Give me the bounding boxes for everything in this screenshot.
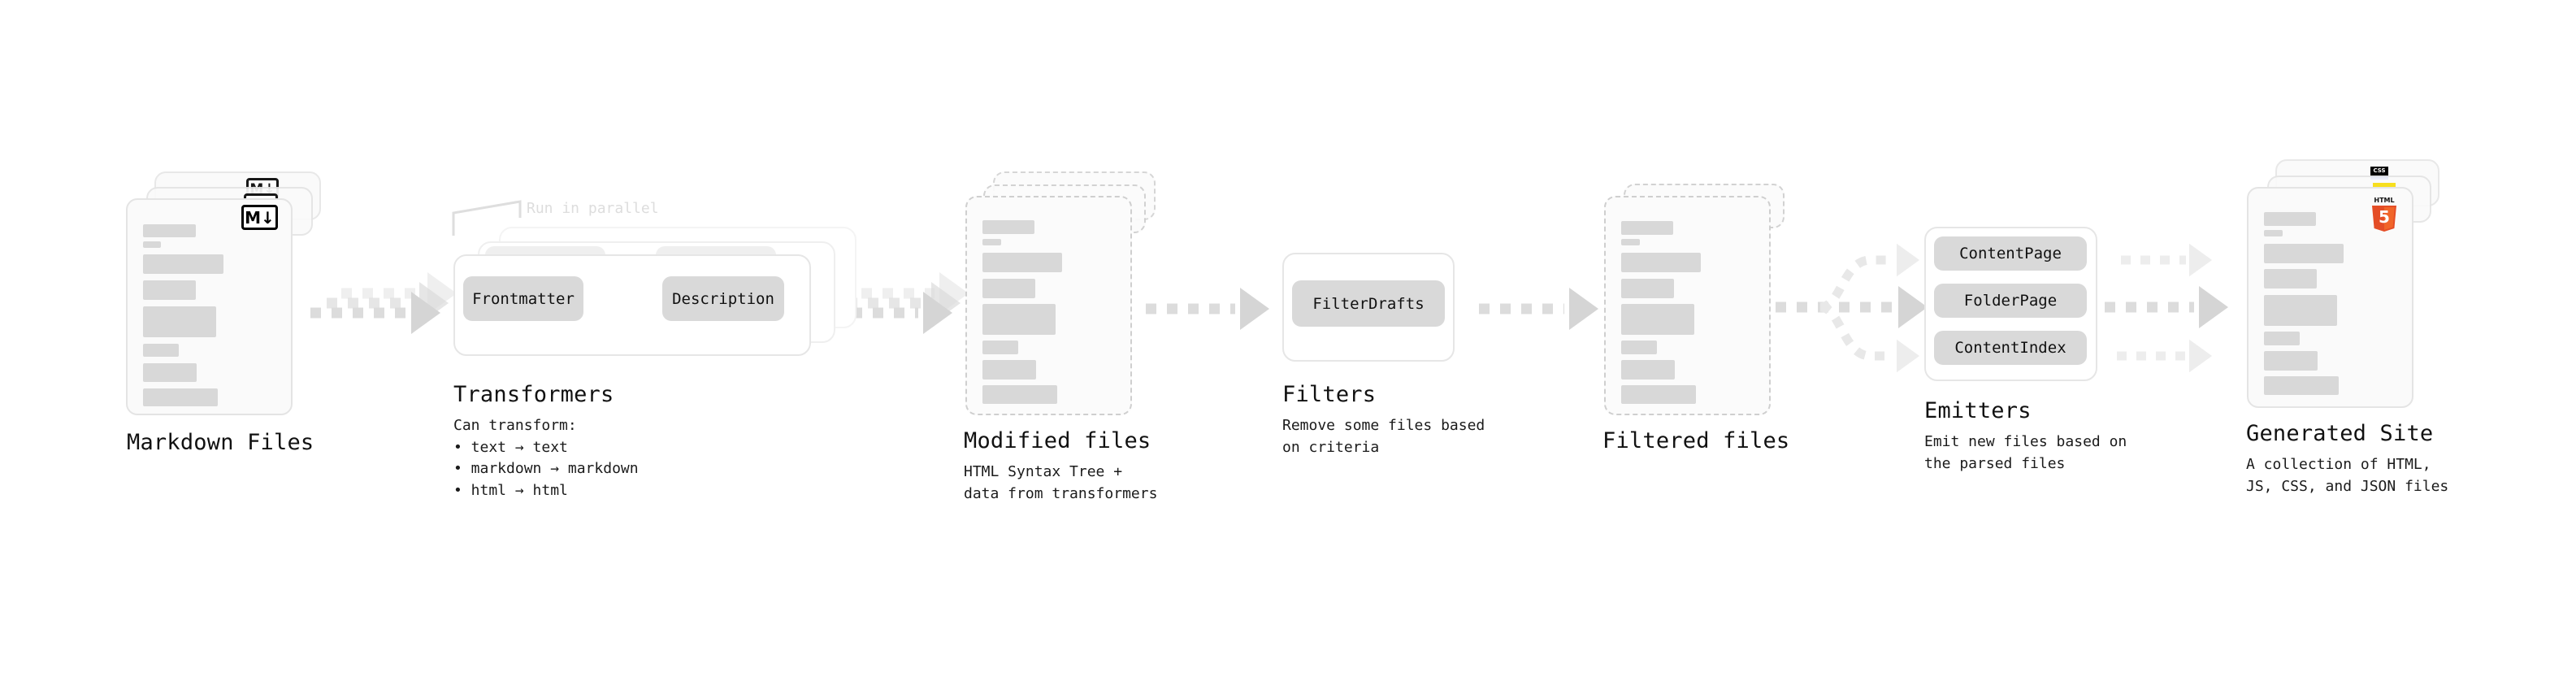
skeleton-bar — [982, 279, 1035, 298]
markdown-files-title: Markdown Files — [127, 430, 314, 455]
skeleton-bar — [2264, 244, 2344, 263]
skeleton-bar — [143, 254, 223, 274]
transformer-pill-description[interactable]: Description — [662, 276, 784, 321]
skeleton-bar — [143, 224, 196, 237]
skeleton-bar — [2264, 230, 2283, 236]
modified-files-description: HTML Syntax Tree + data from transformer… — [964, 463, 1158, 502]
transformers-title: Transformers — [453, 382, 614, 407]
filtered-files-title: Filtered files — [1602, 428, 1790, 453]
skeleton-bar — [143, 306, 216, 337]
modified-files-title: Modified files — [964, 428, 1151, 453]
skeleton-bar — [982, 304, 1056, 335]
html5-badge: HTML 5 — [2372, 197, 2396, 232]
skeleton-bar — [1621, 279, 1674, 298]
skeleton-bar — [143, 280, 196, 300]
arrow-filters-to-filtered — [1479, 288, 1598, 330]
emitter-pill-contentindex[interactable]: ContentIndex — [1934, 331, 2087, 365]
skeleton-bar — [1621, 304, 1694, 335]
skeleton-bar — [982, 340, 1018, 354]
skeleton-bar — [1621, 221, 1673, 235]
skeleton-bar — [2264, 351, 2318, 371]
skeleton-bar — [143, 388, 218, 406]
skeleton-bar — [2264, 332, 2300, 345]
skeleton-bar — [2264, 295, 2337, 326]
arrow-modified-to-filters — [1146, 288, 1269, 330]
skeleton-bar — [143, 344, 179, 357]
skeleton-bar — [2264, 212, 2316, 226]
skeleton-bar — [143, 363, 197, 382]
skeleton-bar — [982, 360, 1036, 380]
transformer-pill-frontmatter[interactable]: Frontmatter — [463, 276, 583, 321]
emitter-pill-folderpage[interactable]: FolderPage — [1934, 284, 2087, 318]
skeleton-bar — [143, 241, 161, 248]
skeleton-bar — [1621, 340, 1657, 354]
arrow-emitters-to-site — [2105, 243, 2228, 373]
skeleton-bar — [1621, 385, 1696, 404]
skeleton-bar — [1621, 253, 1701, 272]
skeleton-bar — [2264, 376, 2339, 395]
skeleton-bar — [1621, 239, 1640, 245]
skeleton-bar — [1621, 360, 1675, 380]
skeleton-bar — [2264, 269, 2317, 288]
svg-text:5: 5 — [2379, 207, 2390, 227]
generated-site-title: Generated Site — [2246, 421, 2434, 446]
skeleton-bar — [982, 220, 1034, 234]
skeleton-bar — [982, 385, 1057, 404]
svg-text:HTML: HTML — [2374, 197, 2394, 204]
emitter-pill-contentpage[interactable]: ContentPage — [1934, 236, 2087, 271]
arrow-filtered-to-emitters — [1776, 243, 1928, 373]
filters-title: Filters — [1282, 382, 1377, 407]
emitters-description: Emit new files based on the parsed files — [1924, 433, 2127, 472]
run-in-parallel-label: Run in parallel — [527, 200, 659, 217]
arrow-markdown-to-transformers — [310, 272, 457, 334]
skeleton-bar — [982, 253, 1062, 272]
filter-pill-filterdrafts[interactable]: FilterDrafts — [1292, 280, 1445, 327]
skeleton-bar — [982, 239, 1001, 245]
filters-description: Remove some files based on criteria — [1282, 417, 1485, 456]
css-badge-label: CSS — [2370, 167, 2388, 176]
transformers-description: Can transform: • text → text • markdown … — [453, 417, 639, 499]
emitters-title: Emitters — [1924, 398, 2032, 423]
generated-site-description: A collection of HTML, JS, CSS, and JSON … — [2246, 456, 2449, 495]
markdown-badge-front[interactable]: M↓ — [241, 205, 278, 230]
